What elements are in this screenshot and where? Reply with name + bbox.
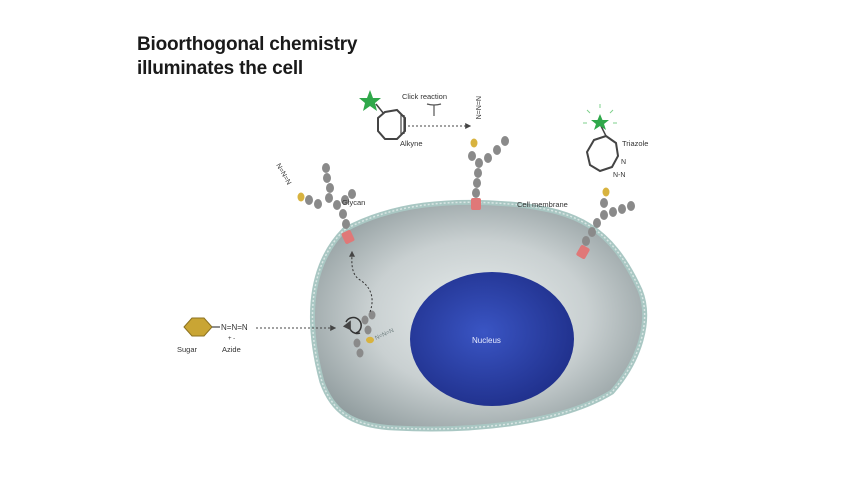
glycan-left-azide-formula: N=N=N <box>274 163 292 187</box>
sugar-label: Sugar <box>177 345 198 354</box>
nucleus <box>410 272 574 406</box>
alkyne-ring-icon <box>377 108 406 140</box>
alkyne-label: Alkyne <box>400 139 423 148</box>
azide-label: Azide <box>222 345 241 354</box>
triazole-n2: N-N <box>613 172 625 179</box>
cyclooctyne-ring-icon <box>585 134 620 173</box>
title-line-1: Bioorthogonal chemistry <box>137 34 358 55</box>
sugar-azide-formula: N=N=N <box>221 323 248 332</box>
membrane-anchor-right <box>576 245 590 259</box>
glycan-top <box>468 136 509 198</box>
glycan-label: Glycan <box>342 198 365 207</box>
click-reaction-label: Click reaction <box>402 92 447 101</box>
cell-membrane-label: Cell membrane <box>517 200 568 209</box>
sugar-azide-group: N=N=N + - Sugar Azide <box>177 317 337 354</box>
nucleus-label: Nucleus <box>472 336 501 345</box>
click-reaction-symbol <box>426 103 442 116</box>
title-line-2: illuminates the cell <box>137 58 303 79</box>
star-icon <box>359 90 381 111</box>
sugar-azide-charges: + - <box>228 336 235 342</box>
glycan-left <box>305 163 356 229</box>
glycan-top-azide-formula: N=N=N <box>474 96 481 119</box>
triazole-group: N N-N Triazole <box>583 104 648 179</box>
glycan-right <box>582 198 635 246</box>
glycan-right-sugar <box>602 187 610 197</box>
alkyne-group: Alkyne Click reaction <box>359 90 472 148</box>
sugar-hexagon-icon <box>183 317 213 337</box>
triazole-label: Triazole <box>622 139 648 148</box>
glow-star-icon <box>591 114 609 130</box>
membrane-anchor-top <box>471 198 481 210</box>
triazole-n1: N <box>621 159 626 166</box>
transport-arrow <box>348 250 373 313</box>
cell-membrane-outline <box>311 201 646 430</box>
page-title: Bioorthogonal chemistry illuminates the … <box>137 33 357 81</box>
glycan-top-sugar <box>470 138 478 148</box>
glycan-left-sugar <box>297 192 305 202</box>
membrane-anchor-left <box>341 230 355 244</box>
